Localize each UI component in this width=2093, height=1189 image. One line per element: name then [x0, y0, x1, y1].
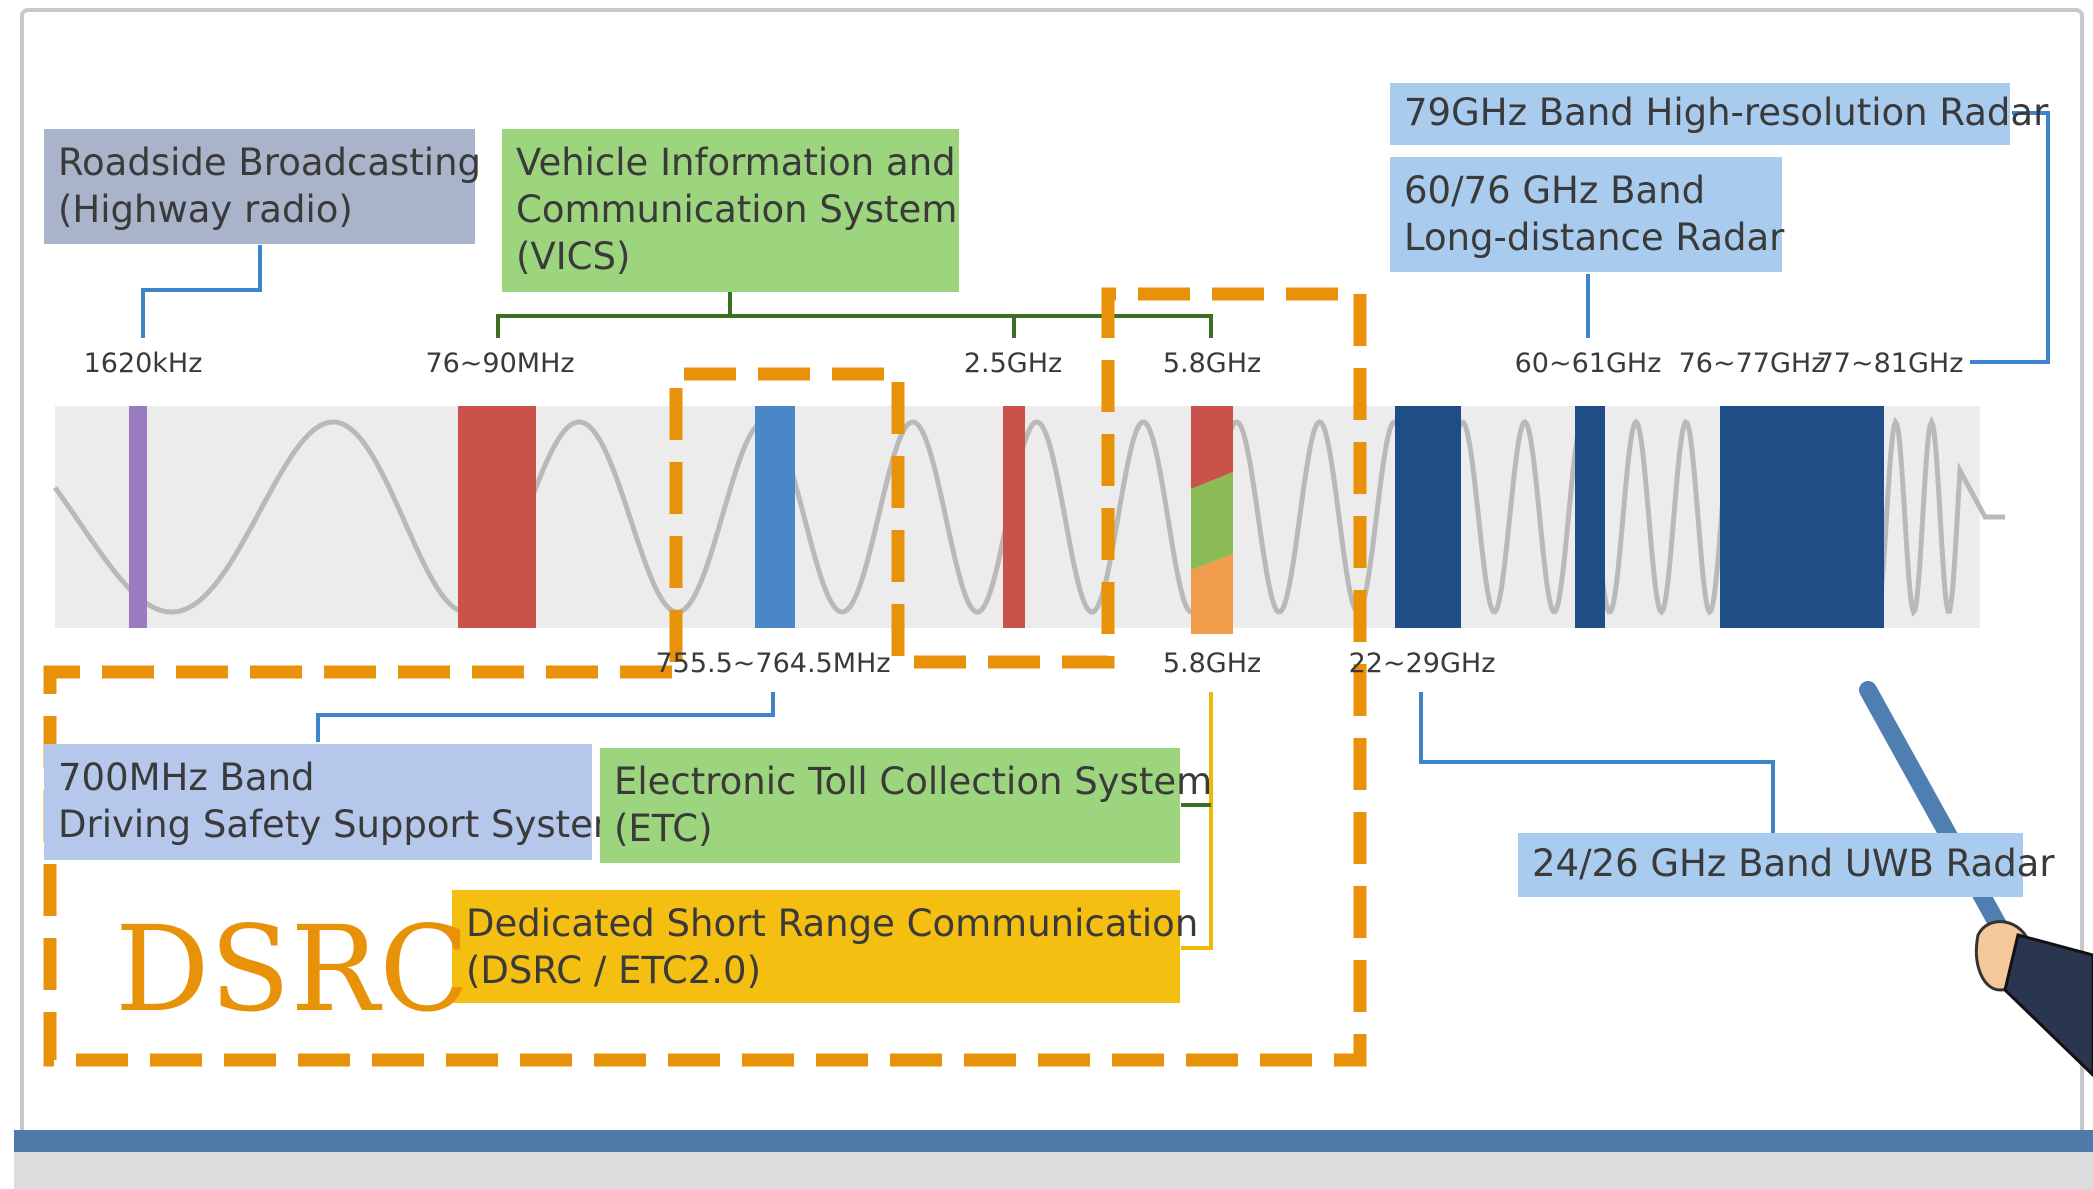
- band-bar-76-90mhz: [458, 406, 536, 628]
- band700-line-2: Driving Safety Support System: [58, 803, 629, 846]
- band-bar-60-61ghz: [1575, 406, 1605, 628]
- band-700mhz-box: 700MHz Band Driving Safety Support Syste…: [44, 744, 629, 860]
- band-bar-5-8ghz-orange: [1191, 554, 1233, 634]
- freq-77-81ghz: 77~81GHz: [1816, 348, 1964, 379]
- band-bar-755mhz: [755, 406, 795, 628]
- connector-roadside: [141, 245, 262, 338]
- connector-5-8ghz-bottom: [1181, 692, 1213, 950]
- freq-22-29ghz: 22~29GHz: [1348, 648, 1496, 679]
- roadside-line-2: (Highway radio): [58, 188, 353, 231]
- connector-vics-bar: [496, 314, 1213, 338]
- radar6076-line-1: 60/76 GHz Band: [1404, 169, 1706, 212]
- uwb-radar-box: 24/26 GHz Band UWB Radar: [1518, 833, 2055, 897]
- dsrc-etc2-box: Dedicated Short Range Communication (DSR…: [452, 890, 1199, 1003]
- dsrc-overlay-label: DSRC: [115, 900, 470, 1038]
- radar6076-line-2: Long-distance Radar: [1404, 216, 1785, 259]
- freq-2-5ghz: 2.5GHz: [963, 348, 1063, 379]
- band700-line-1: 700MHz Band: [58, 756, 315, 799]
- freq-5-8ghz-top: 5.8GHz: [1162, 348, 1262, 379]
- vics-box: Vehicle Information and Communication Sy…: [502, 129, 959, 292]
- freq-76-90mhz: 76~90MHz: [425, 348, 575, 379]
- pointer-sleeve: [2003, 933, 2093, 1078]
- connector-radar79: [1970, 111, 2050, 364]
- connector-22-29ghz: [1419, 692, 1775, 833]
- freq-5-8ghz-bottom: 5.8GHz: [1162, 648, 1262, 679]
- etc-line-2: (ETC): [614, 807, 713, 850]
- band-bar-76-81ghz: [1720, 406, 1884, 628]
- freq-1620khz: 1620kHz: [83, 348, 203, 379]
- freq-755-764mhz: 755.5~764.5MHz: [655, 648, 891, 679]
- etc-box: Electronic Toll Collection System (ETC): [600, 748, 1213, 863]
- board-bottom-rail: [14, 1130, 2093, 1152]
- radar-79ghz-box: 79GHz Band High-resolution Radar: [1390, 83, 2049, 145]
- band-bar-1620khz: [129, 406, 147, 628]
- freq-76-77ghz: 76~77GHz: [1678, 348, 1826, 379]
- freq-60-61ghz: 60~61GHz: [1514, 348, 1662, 379]
- dsrc-box-line-2: (DSRC / ETC2.0): [466, 949, 762, 992]
- roadside-line-1: Roadside Broadcasting: [58, 141, 482, 184]
- vics-line-2: Communication System: [516, 188, 958, 231]
- band-bar-5-8ghz-red: [1191, 406, 1233, 489]
- band-bar-22-29ghz: [1395, 406, 1461, 628]
- radar-60-76ghz-box: 60/76 GHz Band Long-distance Radar: [1390, 157, 1785, 272]
- connector-700mhz: [316, 692, 775, 742]
- vics-line-1: Vehicle Information and: [516, 141, 956, 184]
- band-bar-5-8ghz-green: [1191, 472, 1233, 570]
- roadside-broadcasting-box: Roadside Broadcasting (Highway radio): [44, 129, 482, 244]
- board-shadow: [14, 1152, 2093, 1189]
- dsrc-outline: [43, 287, 1367, 1067]
- dsrc-box-line-1: Dedicated Short Range Communication: [466, 902, 1199, 945]
- radar79-line-1: 79GHz Band High-resolution Radar: [1404, 91, 2049, 134]
- band-bar-2-5ghz: [1003, 406, 1025, 628]
- uwb-line-1: 24/26 GHz Band UWB Radar: [1532, 842, 2055, 885]
- vics-line-3: (VICS): [516, 235, 631, 278]
- etc-line-1: Electronic Toll Collection System: [614, 760, 1213, 803]
